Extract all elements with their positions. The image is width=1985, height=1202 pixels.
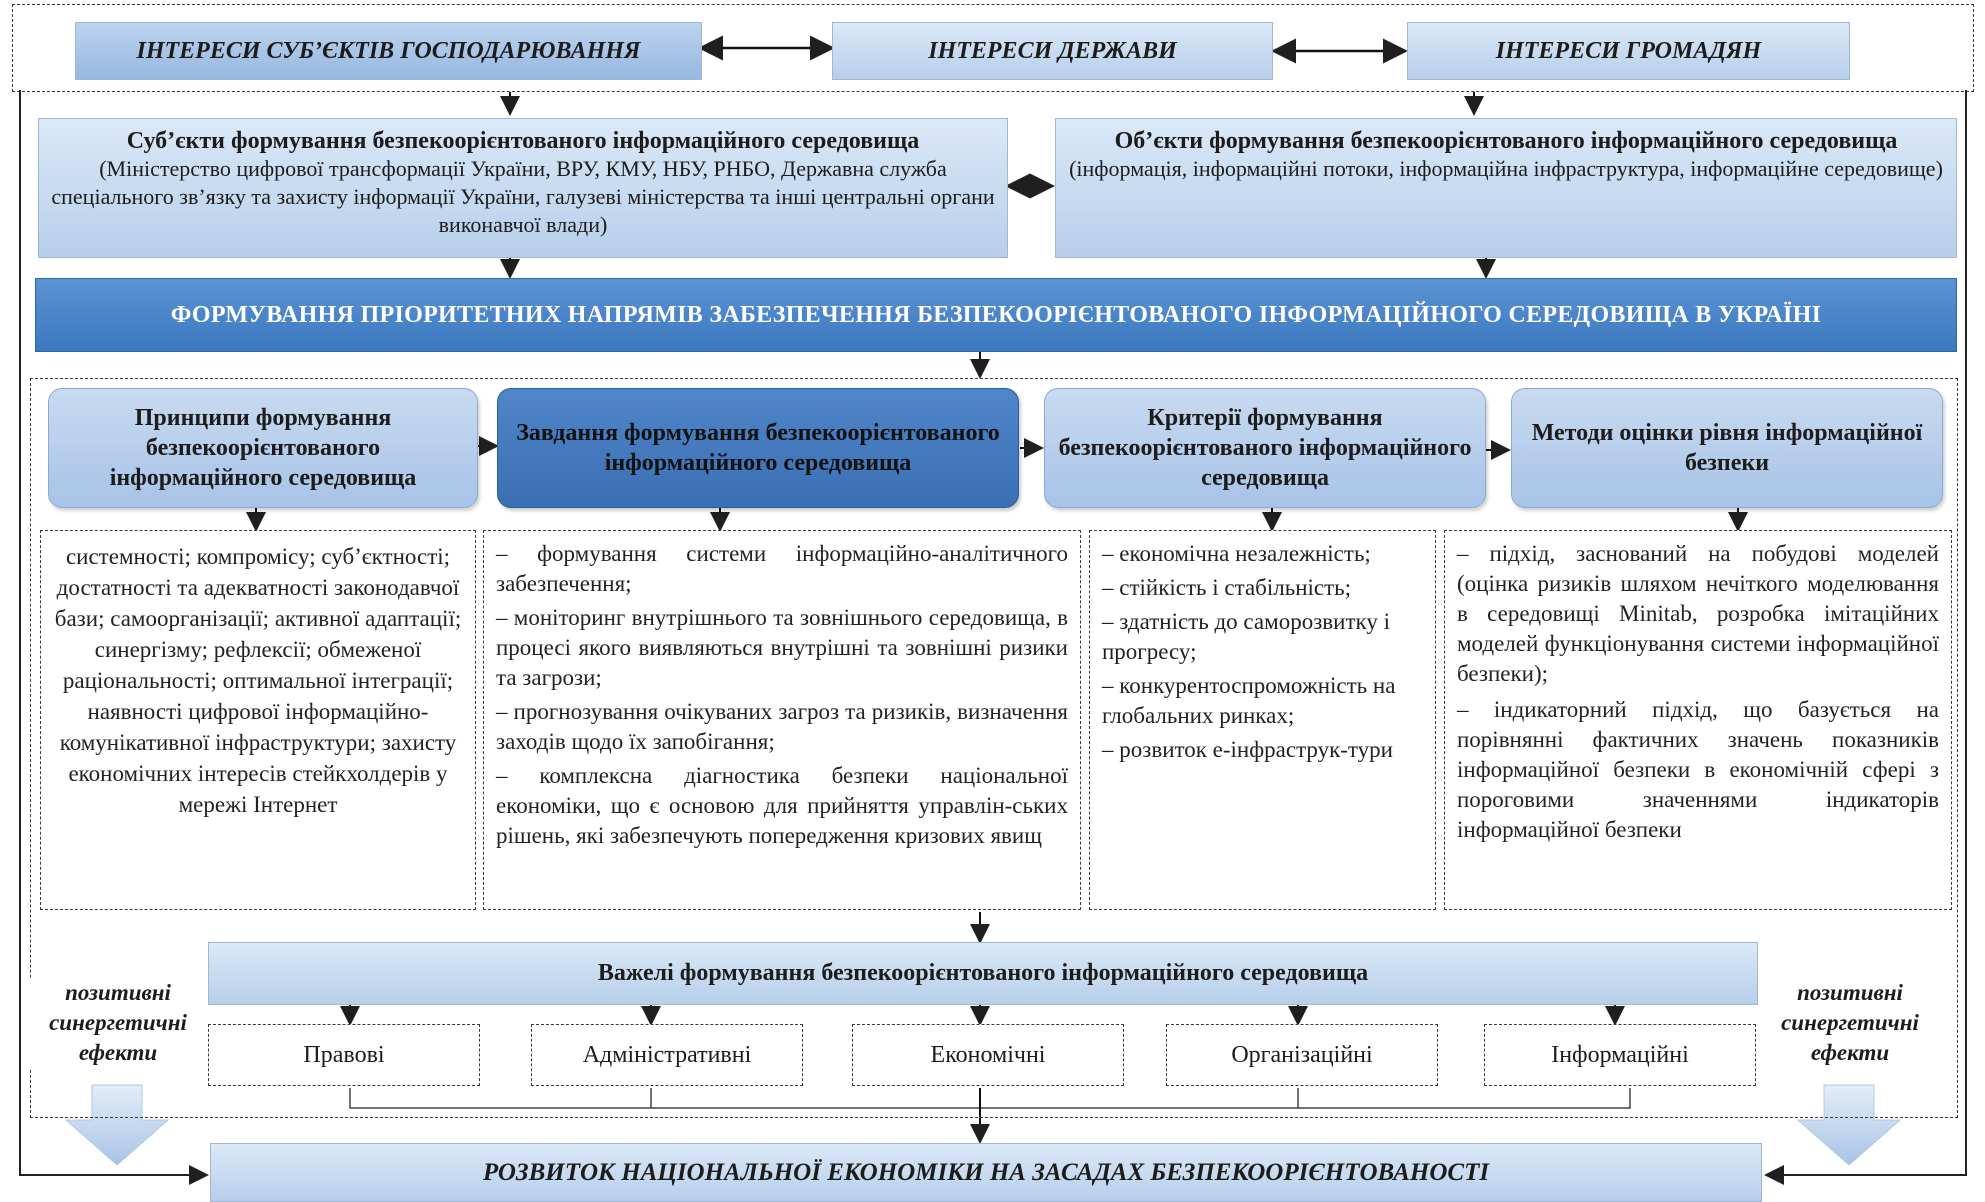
interests-business-label: ІНТЕРЕСИ СУБ’ЄКТІВ ГОСПОДАРЮВАННЯ [136,37,641,64]
effects-right-label: позитивні синергетичні ефекти [1781,980,1919,1065]
method-item: – індикаторний підхід, що базується на п… [1457,697,1939,842]
criteria-body: – економічна незалежність; – стійкість і… [1089,530,1436,910]
effects-left: позитивні синергетичні ефекти [28,978,208,1068]
principles-text: системності; компромісу; суб’єктності; д… [54,544,462,817]
column-header-principles-label: Принципи формування безпекоорієнтованого… [109,405,417,491]
task-item: – формування системи інформаційно-аналіт… [496,541,1068,596]
criteria-item: – конкурентоспроможність на глобальних р… [1102,673,1396,728]
priority-banner-label: ФОРМУВАННЯ ПРІОРИТЕТНИХ НАПРЯМІВ ЗАБЕЗПЕ… [170,301,1822,328]
effects-right: позитивні синергетичні ефекти [1760,978,1940,1068]
lever-organizational: Організаційні [1166,1024,1438,1086]
lever-economic-label: Економічні [930,1041,1046,1068]
criteria-item: – стійкість і стабільність; [1102,575,1352,600]
levers-title: Важелі формування безпекоорієнтованого і… [597,960,1369,986]
lever-legal-label: Правові [303,1041,385,1068]
column-header-tasks: Завдання формування безпекоорієнтованого… [497,388,1019,508]
lever-legal: Правові [208,1024,480,1086]
criteria-item: – розвиток е-інфраструк-тури [1102,737,1393,762]
lever-informational-label: Інформаційні [1551,1041,1689,1068]
lever-administrative: Адміністративні [531,1024,803,1086]
subjects-body: (Міністерство цифрової трансформації Укр… [51,156,995,237]
column-header-criteria-label: Критерії формування безпекоорієнтованого… [1058,405,1472,491]
criteria-item: – здатність до саморозвитку і прогресу; [1102,609,1390,664]
lever-administrative-label: Адміністративні [582,1041,752,1068]
objects-body: (інформація, інформаційні потоки, інформ… [1069,156,1943,181]
criteria-item: – економічна незалежність; [1102,541,1371,566]
methods-body: – підхід, заснований на побудові моделей… [1444,530,1952,910]
result-label: РОЗВИТОК НАЦІОНАЛЬНОЇ ЕКОНОМІКИ НА ЗАСАД… [482,1158,1490,1186]
lever-organizational-label: Організаційні [1231,1041,1373,1068]
column-header-methods-label: Методи оцінки рівня інформаційної безпек… [1531,420,1923,476]
method-item: – підхід, заснований на побудові моделей… [1457,541,1939,686]
subjects-title: Суб’єкти формування безпекоорієнтованого… [126,128,920,154]
tasks-body: – формування системи інформаційно-аналіт… [483,530,1081,910]
interests-state-label: ІНТЕРЕСИ ДЕРЖАВИ [928,37,1177,64]
interests-state: ІНТЕРЕСИ ДЕРЖАВИ [832,22,1273,80]
task-item: – моніторинг внутрішнього та зовнішнього… [496,605,1068,690]
column-header-methods: Методи оцінки рівня інформаційної безпек… [1511,388,1943,508]
column-header-principles: Принципи формування безпекоорієнтованого… [48,388,478,508]
interests-citizens: ІНТЕРЕСИ ГРОМАДЯН [1407,22,1850,80]
directions-frame [30,378,1958,1118]
interests-business: ІНТЕРЕСИ СУБ’ЄКТІВ ГОСПОДАРЮВАННЯ [75,22,702,80]
lever-economic: Економічні [852,1024,1124,1086]
column-header-criteria: Критерії формування безпекоорієнтованого… [1044,388,1486,508]
objects-title: Об’єкти формування безпекоорієнтованого … [1114,128,1898,154]
levers-title-box: Важелі формування безпекоорієнтованого і… [208,942,1758,1005]
result-box: РОЗВИТОК НАЦІОНАЛЬНОЇ ЕКОНОМІКИ НА ЗАСАД… [210,1143,1762,1202]
lever-informational: Інформаційні [1484,1024,1756,1086]
task-item: – прогнозування очікуваних загроз та риз… [496,699,1068,754]
principles-body: системності; компромісу; суб’єктності; д… [40,530,476,910]
task-item: – комплексна діагностика безпеки націона… [496,763,1068,848]
effects-left-label: позитивні синергетичні ефекти [49,980,187,1065]
priority-banner: ФОРМУВАННЯ ПРІОРИТЕТНИХ НАПРЯМІВ ЗАБЕЗПЕ… [35,278,1957,352]
objects-box: Об’єкти формування безпекоорієнтованого … [1055,118,1957,258]
column-header-tasks-label: Завдання формування безпекоорієнтованого… [516,420,1000,476]
interests-frame [12,4,1974,92]
subjects-box: Суб’єкти формування безпекоорієнтованого… [38,118,1008,258]
interests-citizens-label: ІНТЕРЕСИ ГРОМАДЯН [1495,37,1762,64]
